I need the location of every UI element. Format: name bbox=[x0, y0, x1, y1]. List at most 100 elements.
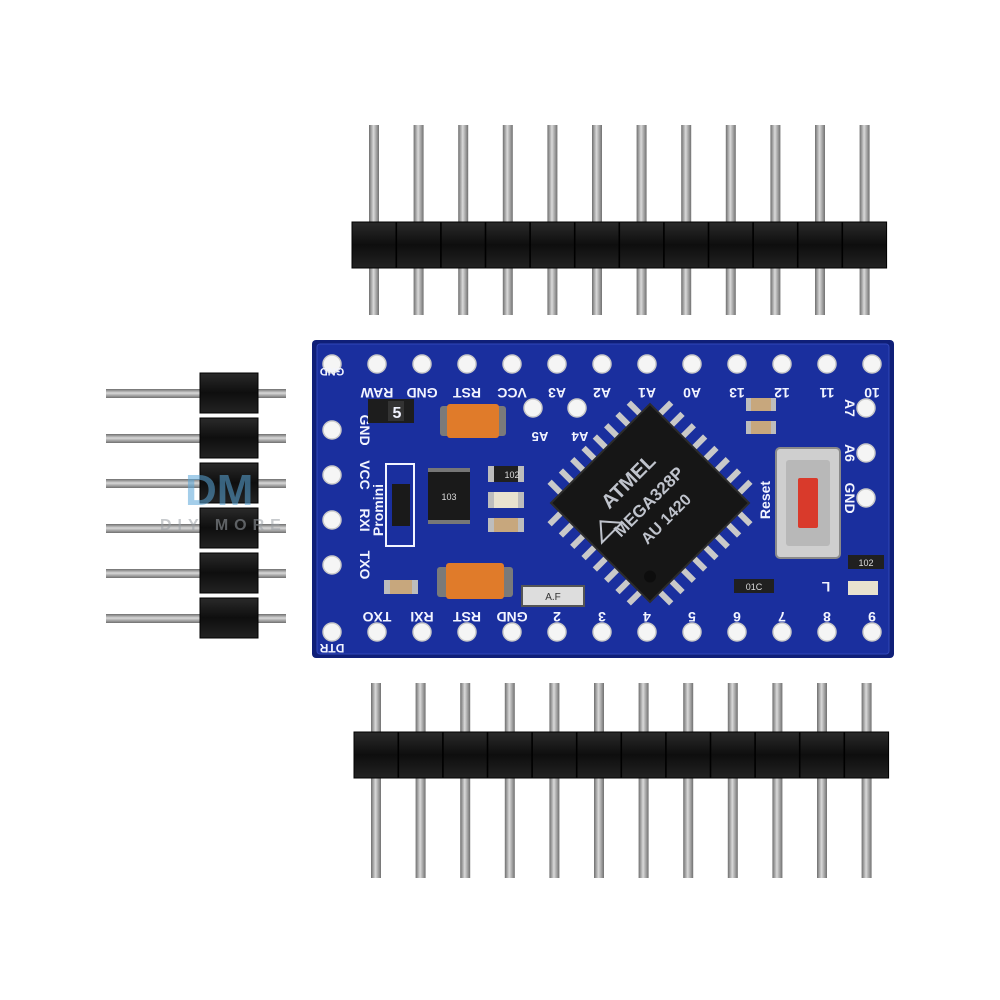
header-block bbox=[842, 221, 888, 269]
pin-label: A0 bbox=[683, 385, 701, 401]
header-pin bbox=[815, 125, 825, 315]
led-label: L bbox=[821, 579, 830, 595]
header-pin bbox=[859, 125, 870, 315]
header-block bbox=[663, 221, 709, 269]
header-block bbox=[485, 221, 531, 269]
header-pin bbox=[592, 125, 602, 315]
chip-pin bbox=[592, 434, 610, 452]
header-pin bbox=[549, 683, 560, 878]
header-pin bbox=[772, 683, 783, 878]
product-name: Promini bbox=[370, 484, 386, 536]
watermark-brand: DIY MORE bbox=[160, 517, 287, 534]
chip-pin bbox=[701, 445, 719, 463]
header-pin bbox=[861, 683, 872, 878]
pin-label: 4 bbox=[643, 609, 651, 625]
pin-hole bbox=[862, 354, 882, 374]
header-block bbox=[529, 221, 575, 269]
diode bbox=[392, 484, 410, 526]
atmel-logo-icon bbox=[599, 520, 624, 545]
capacitor-bottom bbox=[446, 563, 504, 599]
pin-hole bbox=[637, 354, 657, 374]
chip-pin bbox=[581, 543, 599, 561]
pin-hole bbox=[862, 622, 882, 642]
capacitor-top bbox=[447, 404, 499, 438]
pin-label: 13 bbox=[729, 385, 745, 401]
header-block bbox=[752, 221, 798, 269]
bottom-pin-header bbox=[353, 683, 890, 878]
microcontroller: ATMEL MEGA328P AU 1420 bbox=[547, 400, 753, 606]
header-block bbox=[199, 372, 259, 414]
header-pin bbox=[636, 125, 647, 315]
chip-pin bbox=[626, 588, 644, 606]
chip-pin bbox=[701, 543, 719, 561]
pin-label: 2 bbox=[553, 609, 561, 625]
pin-hole bbox=[592, 354, 612, 374]
pin-label: 5 bbox=[688, 609, 696, 625]
header-block bbox=[353, 731, 399, 779]
header-block bbox=[844, 731, 890, 779]
pin-hole bbox=[817, 354, 837, 374]
chip-pin bbox=[592, 554, 610, 572]
pin-hole bbox=[322, 420, 342, 440]
pin-label: A4 bbox=[571, 429, 588, 444]
pin-hole bbox=[502, 622, 522, 642]
pin-label: A3 bbox=[548, 385, 566, 401]
pin-hole bbox=[727, 622, 747, 642]
pin-label: RXI bbox=[410, 609, 433, 625]
chip-pin bbox=[547, 509, 565, 527]
pin-label: A7 bbox=[842, 399, 858, 417]
pin-label: 3 bbox=[598, 609, 606, 625]
header-pin bbox=[638, 683, 649, 878]
header-pin bbox=[413, 125, 424, 315]
pin-hole bbox=[856, 398, 876, 418]
header-block bbox=[396, 221, 442, 269]
chip-pin bbox=[690, 434, 708, 452]
crystal-mark: A.F bbox=[545, 592, 561, 603]
watermark: DM DIY MORE bbox=[160, 466, 287, 534]
small-ic bbox=[428, 470, 470, 522]
header-block bbox=[531, 731, 577, 779]
angled-pin bbox=[106, 569, 286, 578]
chip-pin bbox=[735, 509, 753, 527]
chip-pin bbox=[570, 531, 588, 549]
pin-hole bbox=[637, 622, 657, 642]
chip-pin bbox=[581, 445, 599, 463]
chip-pin bbox=[678, 565, 696, 583]
top-pin-header bbox=[351, 125, 888, 315]
pin-hole bbox=[322, 510, 342, 530]
chip-pin bbox=[604, 565, 622, 583]
chip-pin bbox=[712, 531, 730, 549]
angled-pin bbox=[106, 434, 286, 443]
header-pin bbox=[458, 125, 469, 315]
pin-label: GND bbox=[406, 385, 437, 401]
pcb-holes bbox=[322, 354, 882, 642]
header-block bbox=[351, 221, 397, 269]
pin-label: TXO bbox=[357, 551, 373, 580]
header-block bbox=[199, 462, 259, 504]
angled-pin bbox=[106, 479, 286, 488]
pin-hole bbox=[412, 354, 432, 374]
pin-hole bbox=[322, 622, 342, 642]
pin-label: GND bbox=[320, 365, 345, 377]
header-pin bbox=[681, 125, 692, 315]
pin-label: 6 bbox=[733, 609, 741, 625]
pin-label: TXO bbox=[363, 609, 392, 625]
smd-mark-0: 103 bbox=[441, 492, 456, 502]
regulator-mark: 5 bbox=[393, 405, 402, 422]
header-block bbox=[708, 221, 754, 269]
crystal bbox=[521, 585, 585, 607]
pin-label: DTR bbox=[319, 641, 344, 655]
header-block bbox=[442, 731, 488, 779]
header-pin bbox=[371, 683, 381, 878]
header-block bbox=[199, 597, 259, 639]
chip-pin bbox=[570, 457, 588, 475]
header-pin bbox=[817, 683, 827, 878]
chip-pin bbox=[656, 588, 674, 606]
header-block bbox=[574, 221, 620, 269]
pin-hole bbox=[772, 622, 792, 642]
header-pin bbox=[683, 683, 694, 878]
header-block bbox=[665, 731, 711, 779]
pin-label: 8 bbox=[823, 609, 831, 625]
